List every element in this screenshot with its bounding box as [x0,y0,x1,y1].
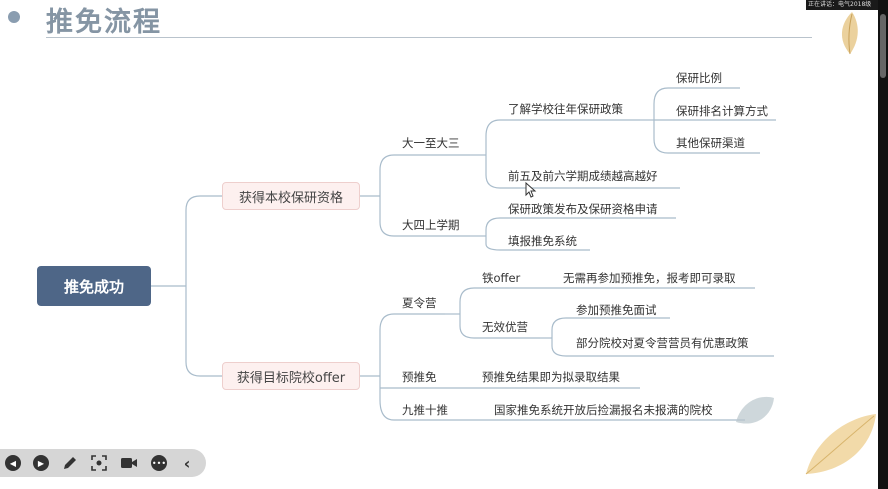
node-year4[interactable]: 大四上学期 [402,218,460,232]
node-policy[interactable]: 了解学校往年保研政策 [508,102,623,116]
camera-icon[interactable] [120,454,138,472]
more-icon[interactable]: ••• [150,454,168,472]
node-year4-item-1[interactable]: 保研政策发布及保研资格申请 [508,202,658,216]
node-nine-ten[interactable]: 九推十推 [402,403,448,417]
scrollbar-thumb[interactable] [880,14,886,78]
leaf-decoration-grey-icon [736,396,774,424]
collapse-icon[interactable]: ‹ [183,453,191,473]
node-iron-offer-desc[interactable]: 无需再参加预推免，报考即可录取 [563,271,736,285]
node-summer-camp[interactable]: 夏令营 [402,296,437,310]
title-divider [46,37,812,38]
screenshot-icon[interactable] [90,454,108,472]
node-year1-to-3[interactable]: 大一至大三 [402,136,460,150]
node-invalid-camp[interactable]: 无效优营 [482,320,528,334]
node-policy-item-2[interactable]: 保研排名计算方式 [676,104,768,118]
slide-title: 推免流程 [46,7,162,38]
mouse-cursor-icon [525,182,537,198]
node-grades[interactable]: 前五及前六学期成绩越高越好 [508,169,658,183]
node-policy-item-1[interactable]: 保研比例 [676,71,722,85]
title-bullet [8,11,20,23]
prev-icon[interactable]: ◀ [4,454,22,472]
node-policy-item-3[interactable]: 其他保研渠道 [676,136,745,150]
root-node[interactable]: 推免成功 [37,266,151,306]
node-nine-ten-desc[interactable]: 国家推免系统开放后捡漏报名未报满的院校 [494,403,713,417]
branch-target-offer[interactable]: 获得目标院校offer [222,362,360,390]
pen-icon[interactable] [61,454,79,472]
leaf-decoration-top-icon [841,12,858,55]
next-icon[interactable]: ▶ [32,454,50,472]
node-invalid-item-2[interactable]: 部分院校对夏令营营员有优惠政策 [576,336,749,350]
leaf-decoration-bottom-icon [805,414,876,475]
node-pre-recommend-desc[interactable]: 预推免结果即为拟录取结果 [482,370,620,384]
node-invalid-item-1[interactable]: 参加预推免面试 [576,303,657,317]
node-year4-item-2[interactable]: 填报推免系统 [508,234,577,248]
branch-local-qualification[interactable]: 获得本校保研资格 [222,182,360,210]
right-panel-edge [878,0,888,489]
node-iron-offer[interactable]: 铁offer [482,271,521,285]
node-pre-recommend[interactable]: 预推免 [402,370,437,384]
speaking-badge: 正在讲话：电气2018级 [806,0,880,10]
